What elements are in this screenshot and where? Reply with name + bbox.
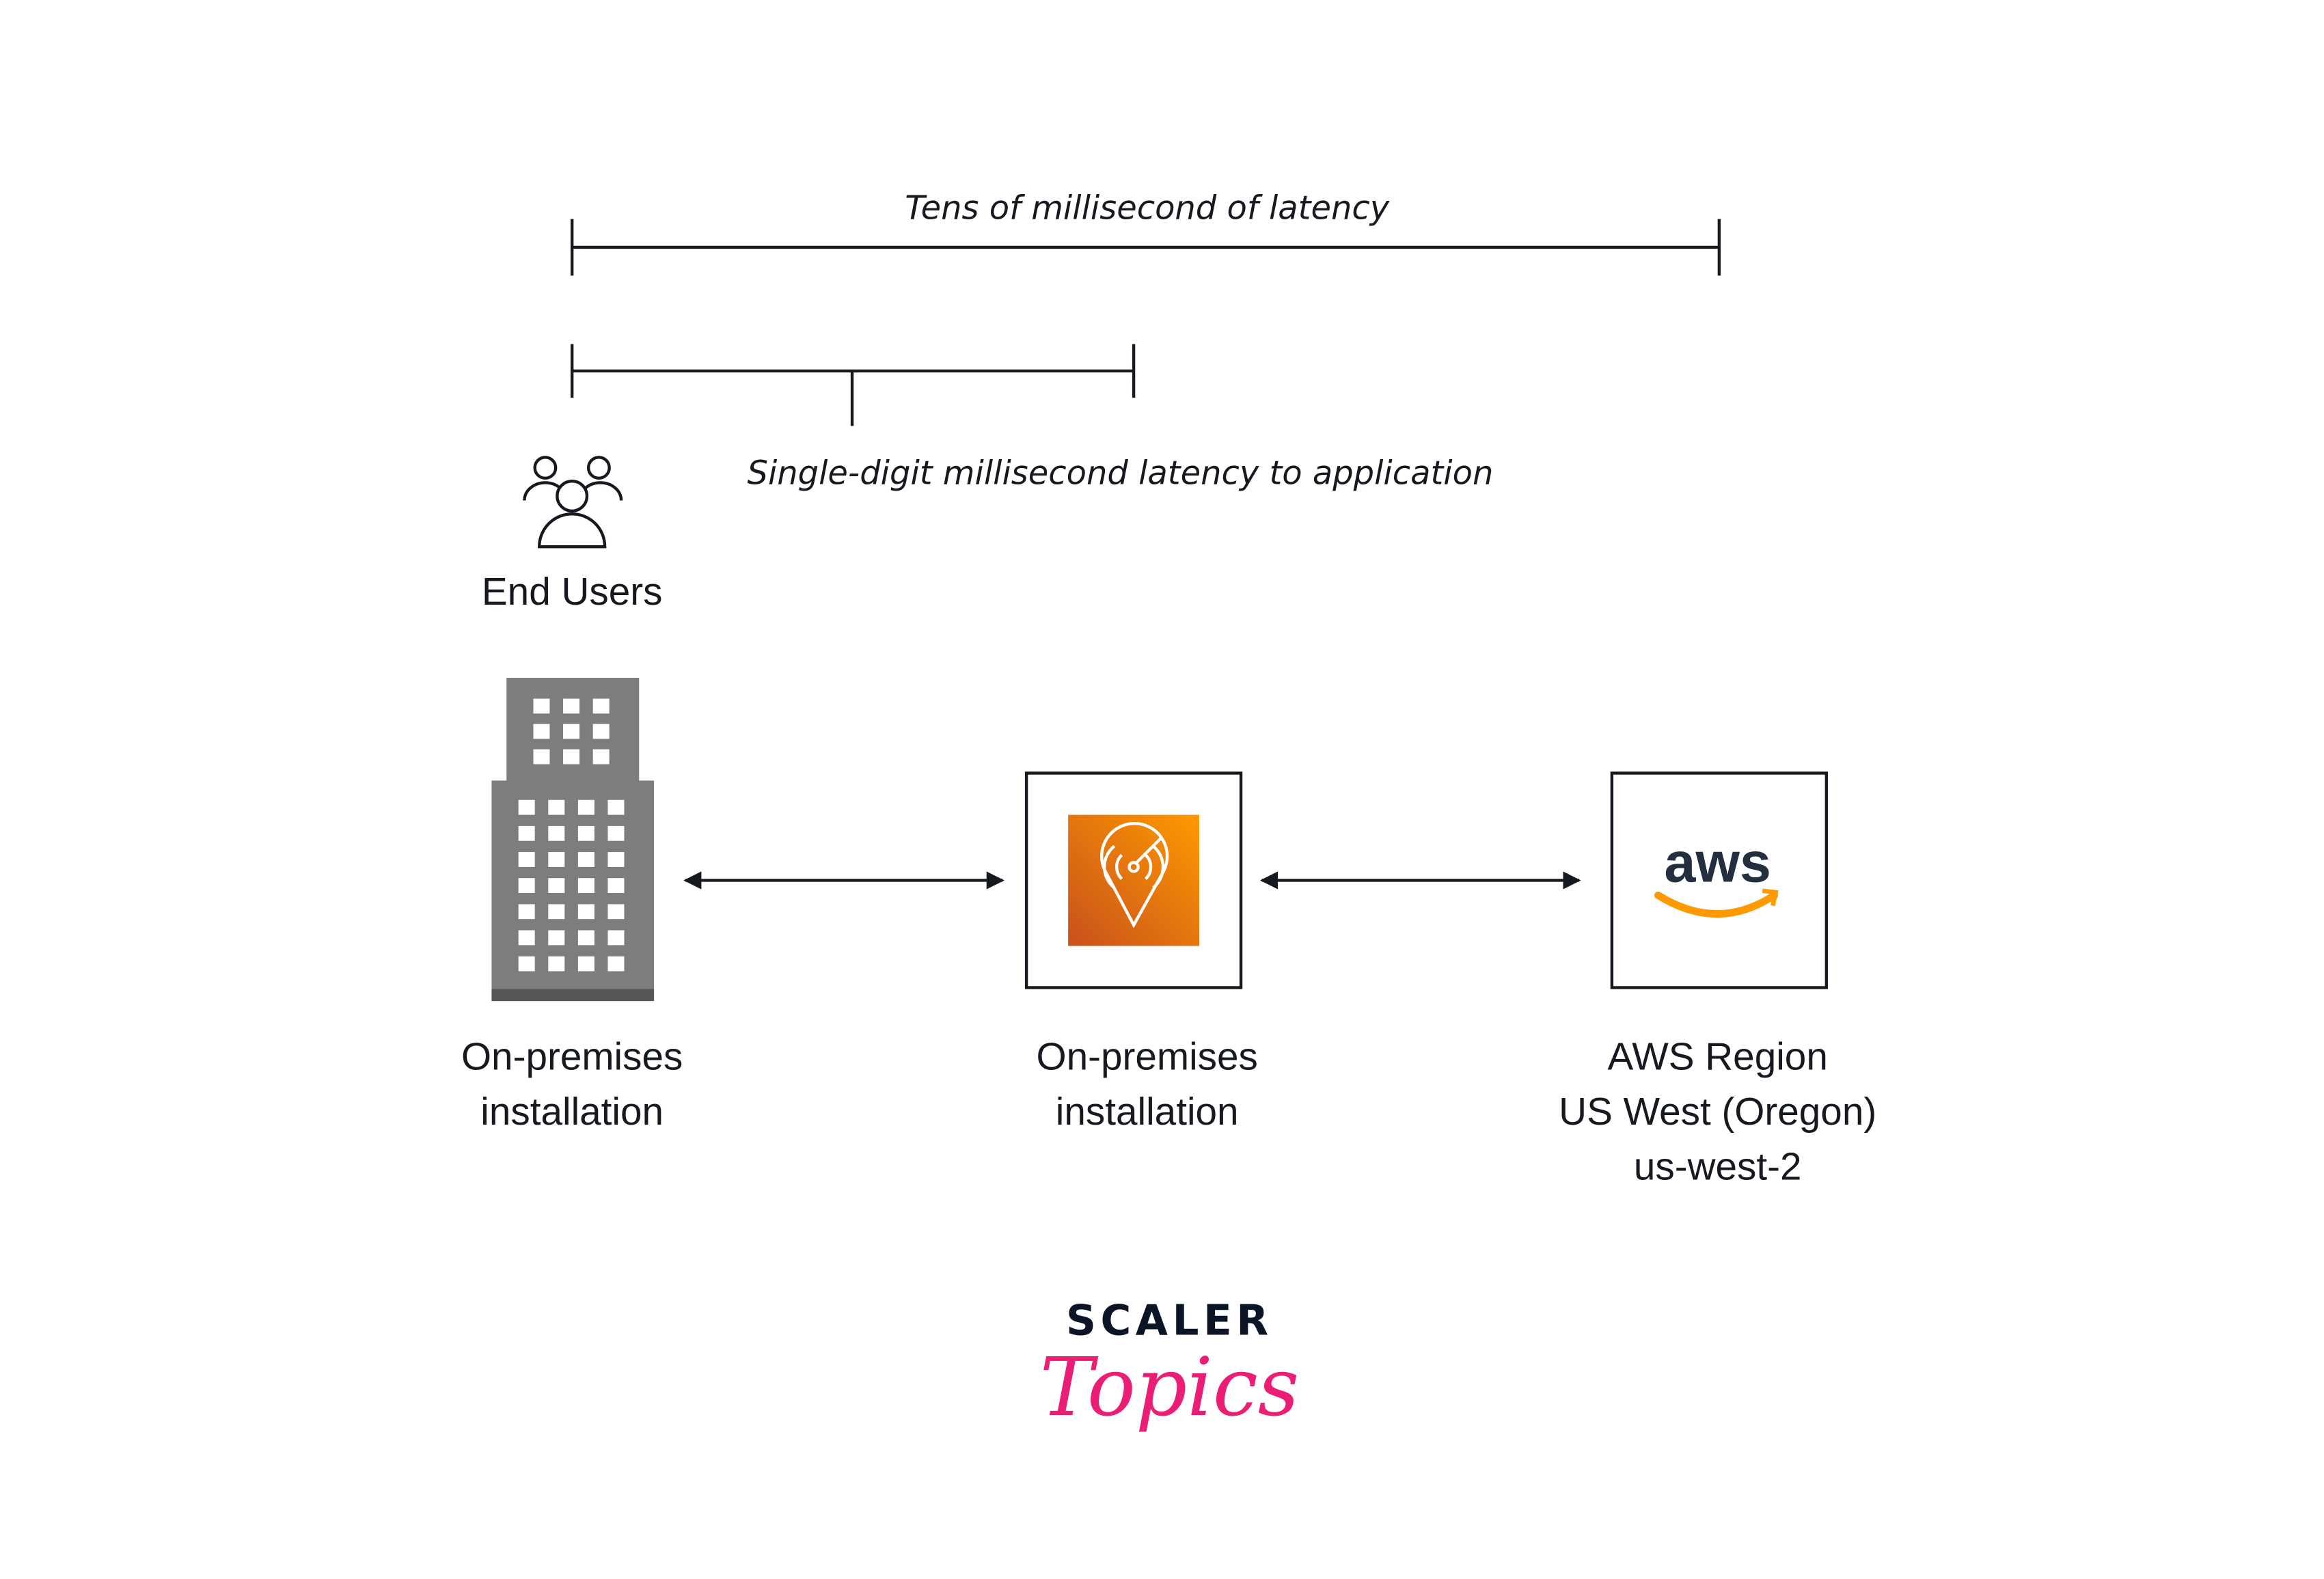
window [533, 698, 550, 714]
window [577, 878, 594, 894]
aws-region-box: aws [1610, 771, 1829, 989]
label-line: On-premises [461, 1035, 683, 1078]
window [548, 825, 565, 841]
window [577, 930, 594, 946]
window [548, 852, 565, 867]
label-line: AWS Region [1608, 1035, 1828, 1078]
window [548, 956, 565, 972]
window [577, 904, 594, 920]
window [607, 956, 625, 972]
window [592, 698, 610, 714]
brand-scaler: SCALER [1066, 1296, 1273, 1345]
window [548, 878, 565, 894]
tens-ms-label: Tens of millisecond of latency [905, 189, 1389, 228]
label-line: On-premises [1037, 1035, 1258, 1078]
window [548, 799, 565, 815]
window [533, 749, 550, 765]
end-users-label: End Users [482, 571, 663, 614]
window [607, 904, 625, 920]
window [592, 749, 610, 765]
aws-logo-icon: aws [1664, 831, 1771, 894]
window [563, 698, 580, 714]
window [563, 724, 580, 739]
node-label-onprem-local-zone: On-premises installation [1037, 1035, 1258, 1134]
window [518, 878, 535, 894]
label-line: US West (Oregon) [1559, 1090, 1876, 1134]
window [607, 825, 625, 841]
window [607, 799, 625, 815]
window [607, 852, 625, 867]
window [577, 825, 594, 841]
node-label-onprem-building: On-premises installation [461, 1035, 683, 1134]
scaler-topics-logo: SCALER Topics [1040, 1296, 1300, 1434]
window [577, 956, 594, 972]
users-icon [523, 456, 623, 549]
brand-topics: Topics [1040, 1341, 1300, 1434]
label-line: installation [1056, 1090, 1239, 1134]
window [518, 956, 535, 972]
window [607, 930, 625, 946]
tens-ms-bracket: Tens of millisecond of latency [570, 189, 1721, 276]
single-digit-ms-bracket: Single-digit millisecond latency to appl… [570, 344, 1494, 493]
label-line: installation [480, 1090, 664, 1134]
window [518, 852, 535, 867]
single-digit-ms-label: Single-digit millisecond latency to appl… [748, 454, 1494, 493]
window [518, 930, 535, 946]
window [607, 878, 625, 894]
local-zone-box [1024, 771, 1243, 989]
window [577, 799, 594, 815]
node-label-aws-region: AWS Region US West (Oregon) us-west-2 [1559, 1035, 1876, 1188]
window [592, 724, 610, 739]
window [563, 749, 580, 765]
window [533, 724, 550, 739]
window [548, 930, 565, 946]
window [518, 825, 535, 841]
window [518, 904, 535, 920]
office-building-icon [491, 677, 655, 1002]
label-line: us-west-2 [1634, 1146, 1802, 1189]
window [518, 799, 535, 815]
window [577, 852, 594, 867]
window [548, 904, 565, 920]
